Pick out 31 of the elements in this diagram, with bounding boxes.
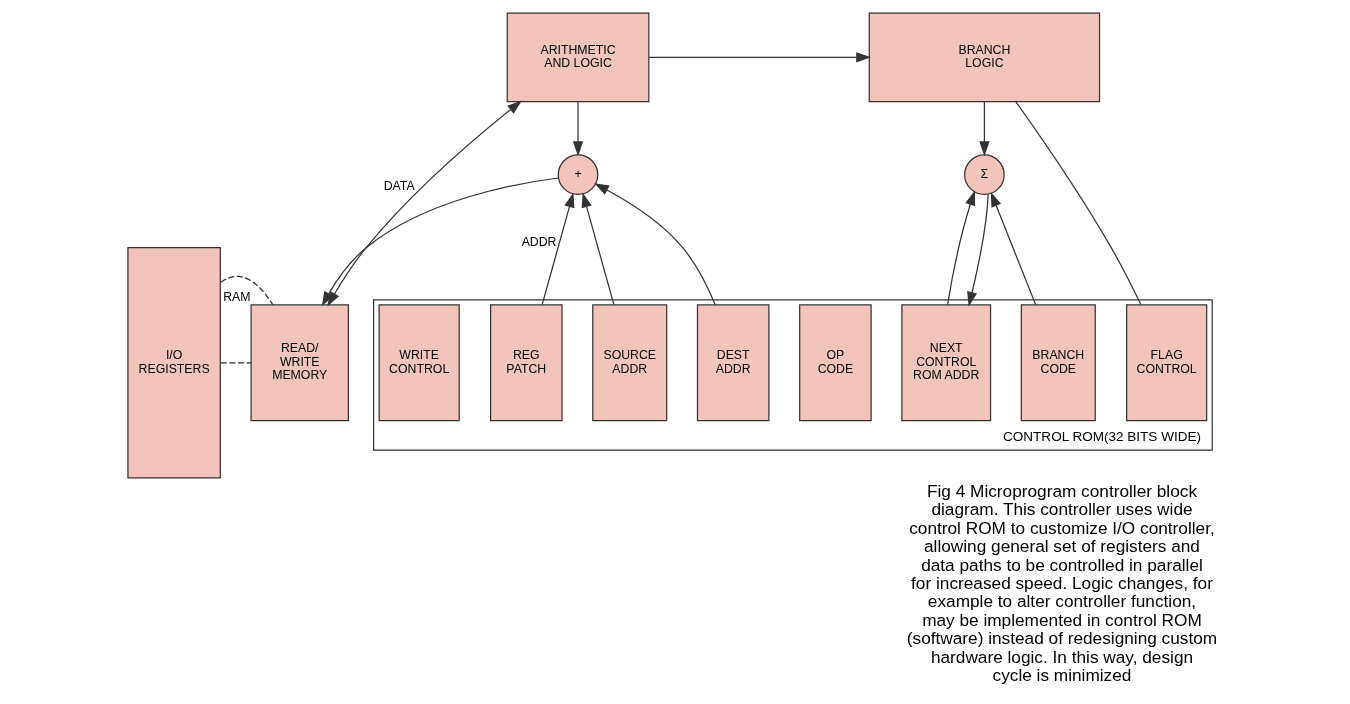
arrow: [967, 193, 989, 307]
node-circle: Σ: [964, 154, 1005, 196]
node-box: OP CODE: [799, 304, 872, 422]
node-circle: +: [557, 154, 599, 196]
arrow: [594, 183, 716, 306]
arrow: [648, 52, 871, 63]
node-box: FLAG CONTROL: [1126, 304, 1208, 422]
node-box: NEXT CONTROL ROM ADDR: [901, 304, 992, 422]
arrow: [327, 100, 522, 307]
node-box: BRANCH CODE: [1020, 304, 1096, 422]
edge-label: ADDR: [521, 234, 557, 249]
node-box: DEST ADDR: [696, 304, 770, 422]
node-box: I/O REGISTERS: [127, 247, 221, 479]
node-box: WRITE CONTROL: [378, 304, 460, 422]
arrow: [990, 191, 1037, 306]
arrow: [541, 192, 575, 306]
arrow: [947, 190, 976, 306]
connector: [220, 275, 274, 306]
node-label: RAM: [223, 290, 251, 305]
arrow: [572, 101, 584, 157]
node-box: REG PATCH: [489, 304, 563, 422]
arrow: [979, 101, 990, 157]
caption: Fig 4 Microprogram controller block diagram. This controller uses wide control ROM to customize I/O controller, allowing general set of registers and data paths to be controlled in parallel for increased speed. Logic changes, for example to alter controller function, may be implemented in control ROM (software) instead of redesigning custom hardware logic. In this way, design cycle is minimized: [906, 480, 1218, 686]
node-box: READ/ WRITE MEMORY: [250, 304, 349, 422]
arrow: [581, 192, 615, 306]
node-box: BRANCH LOGIC: [868, 12, 1101, 103]
edge-label: DATA: [383, 179, 415, 194]
connector: [220, 362, 252, 364]
node-box: ARITHMETIC AND LOGIC: [506, 12, 650, 103]
node-box: SOURCE ADDR: [592, 304, 668, 422]
connector: [1015, 101, 1142, 306]
